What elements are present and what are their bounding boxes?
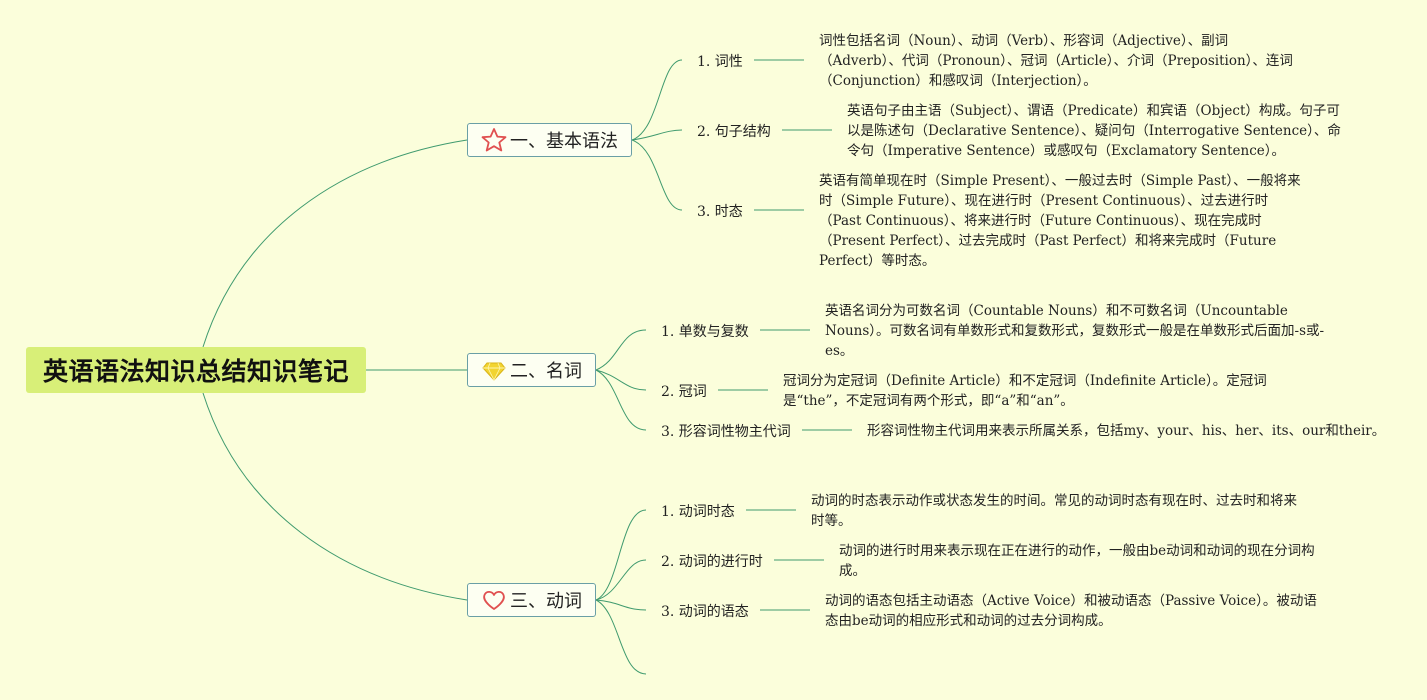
note-articles: 冠词分为定冠词（Definite Article）和不定冠词（Indefinit… xyxy=(783,373,1267,409)
heart-icon xyxy=(480,587,508,613)
branch-basic-grammar[interactable]: 一、基本语法 xyxy=(467,123,632,157)
branch-nouns[interactable]: 二、名词 xyxy=(467,353,596,387)
root-topic[interactable]: 英语语法知识总结知识笔记 xyxy=(26,347,366,393)
note-progressive: 动词的进行时用来表示现在正在进行的动作，一般由be动词和动词的现在分词构成。 xyxy=(839,543,1315,579)
subtopic-tenses[interactable]: 3. 时态 xyxy=(697,204,743,220)
note-sentence-structure: 英语句子由主语（Subject）、谓语（Predicate）和宾语（Object… xyxy=(847,103,1341,159)
subtopic-verb-tenses[interactable]: 1. 动词时态 xyxy=(661,504,735,520)
note-singular-plural: 英语名词分为可数名词（Countable Nouns）和不可数名词（Uncoun… xyxy=(825,303,1325,359)
subtopic-parts-of-speech[interactable]: 1. 词性 xyxy=(697,54,743,70)
branch-label: 二、名词 xyxy=(510,361,582,382)
note-parts-of-speech: 词性包括名词（Noun）、动词（Verb）、形容词（Adjective）、副词（… xyxy=(819,33,1293,89)
note-possessive-adjectives: 形容词性物主代词用来表示所属关系，包括my、your、his、her、its、o… xyxy=(867,423,1386,439)
branch-label: 三、动词 xyxy=(510,591,582,612)
subtopic-progressive[interactable]: 2. 动词的进行时 xyxy=(661,554,763,570)
subtopic-articles[interactable]: 2. 冠词 xyxy=(661,384,707,400)
subtopic-voice[interactable]: 3. 动词的语态 xyxy=(661,604,749,620)
note-voice: 动词的语态包括主动语态（Active Voice）和被动语态（Passive V… xyxy=(825,593,1317,629)
diamond-icon xyxy=(480,357,508,383)
star-icon xyxy=(480,127,508,153)
link-root-branch-3 xyxy=(202,392,468,601)
root-topic-label: 英语语法知识总结知识笔记 xyxy=(42,357,349,386)
note-verb-tenses: 动词的时态表示动作或状态发生的时间。常见的动词时态有现在时、过去时和将来时等。 xyxy=(811,493,1297,529)
subtopic-sentence-structure[interactable]: 2. 句子结构 xyxy=(697,124,771,140)
subtopic-singular-plural[interactable]: 1. 单数与复数 xyxy=(661,324,749,340)
note-tenses: 英语有简单现在时（Simple Present）、一般过去时（Simple Pa… xyxy=(819,173,1301,269)
branch-verbs[interactable]: 三、动词 xyxy=(467,583,596,617)
branch-label: 一、基本语法 xyxy=(510,131,618,152)
link-root-branch-1 xyxy=(202,139,468,348)
subtopic-possessive-adjectives[interactable]: 3. 形容词性物主代词 xyxy=(661,424,791,440)
